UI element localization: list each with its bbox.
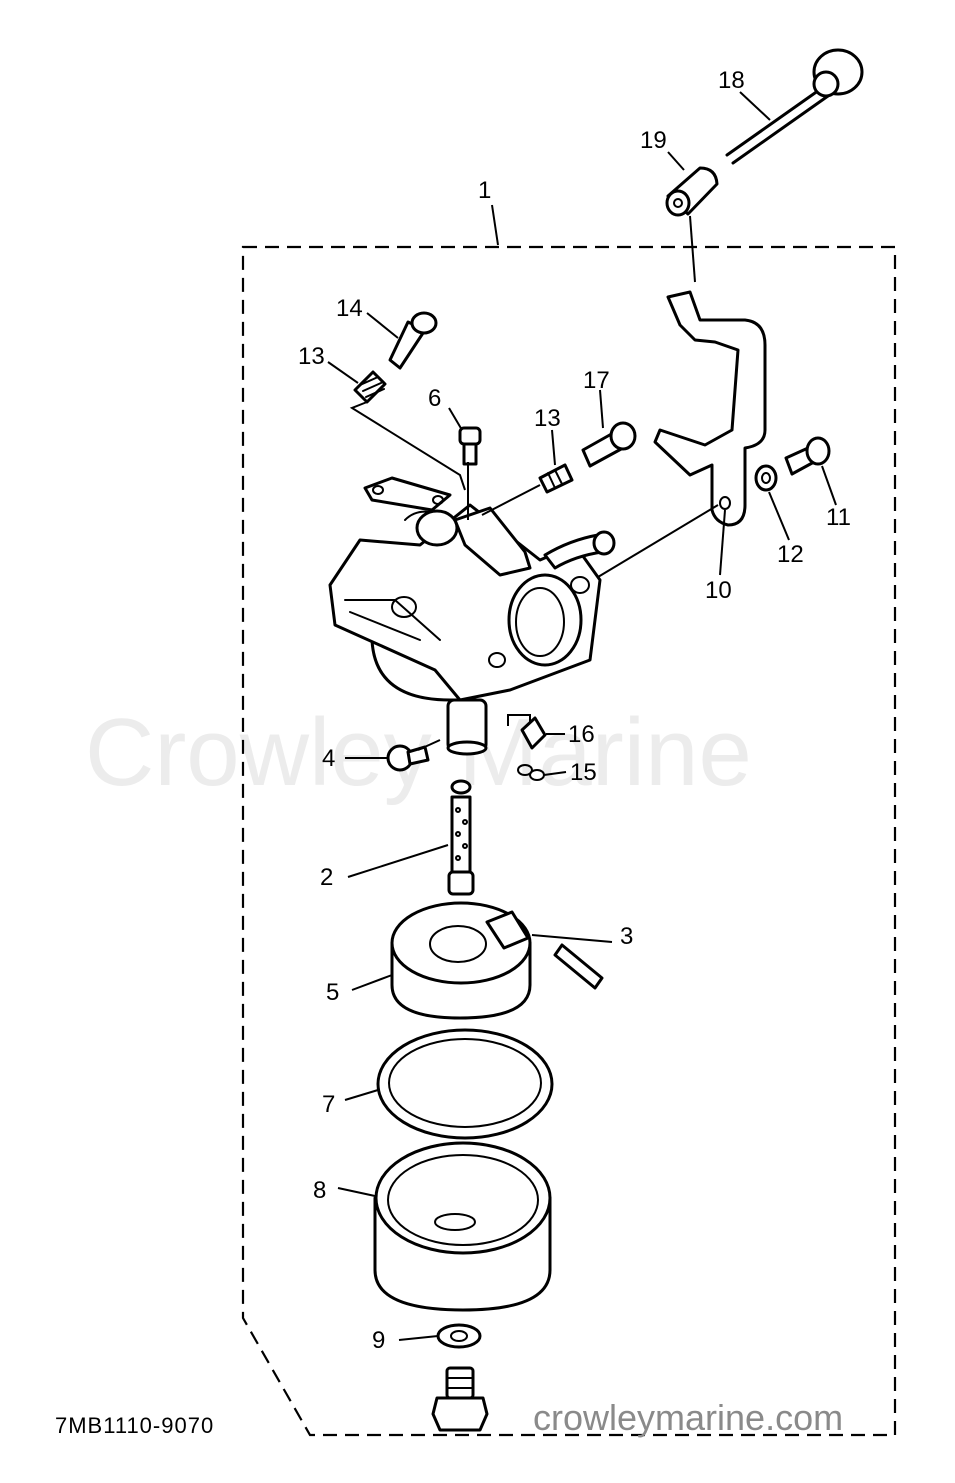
carburetor-body — [328, 476, 616, 756]
part-8-float-bowl — [373, 1141, 552, 1312]
callout-10: 10 — [705, 577, 732, 604]
callout-16: 16 — [568, 721, 595, 748]
part-17-screw — [581, 421, 637, 468]
part-10-choke-bracket — [653, 290, 767, 527]
callout-8: 8 — [313, 1177, 326, 1204]
part-11-screw — [784, 436, 831, 476]
callout-18: 18 — [718, 67, 745, 94]
callout-1: 1 — [478, 177, 491, 204]
callout-12: 12 — [777, 541, 804, 568]
part-6-screw — [458, 426, 482, 466]
part-3-float-pin — [553, 943, 604, 990]
part-12-washer — [754, 464, 778, 492]
part-13-spring-left — [353, 370, 387, 404]
callout-19: 19 — [640, 127, 667, 154]
drawing-code: 7MB1110-9070 — [55, 1413, 214, 1438]
callout-15: 15 — [570, 759, 597, 786]
callout-5: 5 — [326, 979, 339, 1006]
callout-14: 14 — [336, 295, 363, 322]
part-18-choke-rod — [725, 48, 864, 165]
drain-bolt — [431, 1366, 489, 1432]
part-2-main-nozzle — [447, 779, 475, 896]
assembly-boundary — [241, 245, 897, 1437]
callout-6: 6 — [428, 385, 441, 412]
callout-7: 7 — [322, 1091, 335, 1118]
callout-4: 4 — [322, 745, 335, 772]
part-19-grommet — [665, 166, 719, 217]
callout-labels: 1 2 3 4 5 6 7 8 9 10 11 12 13 13 14 15 1… — [298, 67, 851, 1354]
leader-lines — [327, 91, 837, 1341]
part-7-gasket — [376, 1028, 554, 1140]
callout-3: 3 — [620, 923, 633, 950]
part-5-float — [390, 901, 532, 1020]
callout-2: 2 — [320, 864, 333, 891]
part-4-screw — [386, 744, 430, 772]
callout-11: 11 — [826, 504, 851, 531]
callout-17: 17 — [583, 367, 610, 394]
part-9-washer — [436, 1323, 482, 1349]
part-14-pilot-screw — [388, 311, 438, 370]
part-13-spring-right — [538, 463, 574, 494]
site-url: crowleymarine.com — [533, 1397, 843, 1438]
callout-13a: 13 — [298, 343, 325, 370]
callout-13b: 13 — [534, 405, 561, 432]
callout-9: 9 — [372, 1327, 385, 1354]
